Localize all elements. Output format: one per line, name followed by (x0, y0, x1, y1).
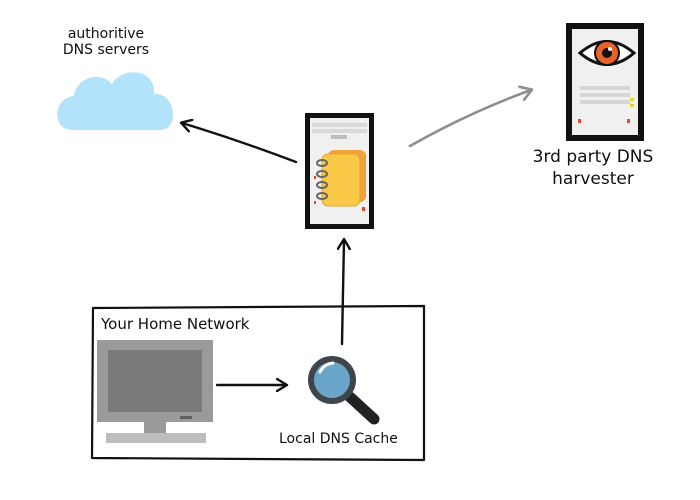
server-with-notebook-icon (305, 113, 374, 229)
magnifying-glass-icon (308, 356, 380, 425)
authoritative-dns-label-line2: DNS servers (62, 42, 150, 58)
home-network-box (90, 304, 426, 462)
arrow-cache-to-resolver (342, 240, 344, 346)
home-network-label: Your Home Network (101, 315, 250, 333)
authoritative-dns-label-line1: authoritive (67, 26, 145, 42)
arrow-resolver-to-harvester (408, 90, 531, 148)
computer-monitor-icon (97, 340, 213, 443)
harvester-label-line2: harvester (552, 169, 634, 189)
local-dns-cache-label: Local DNS Cache (279, 431, 398, 447)
authoritative-dns-label: authoritive DNS servers (46, 26, 166, 58)
cloud-icon (57, 72, 173, 130)
arrow-resolver-to-authoritative (182, 123, 298, 164)
harvester-label-line1: 3rd party DNS (532, 147, 654, 167)
server-with-eye-icon (566, 23, 644, 141)
harvester-label: 3rd party DNS harvester (508, 146, 678, 190)
